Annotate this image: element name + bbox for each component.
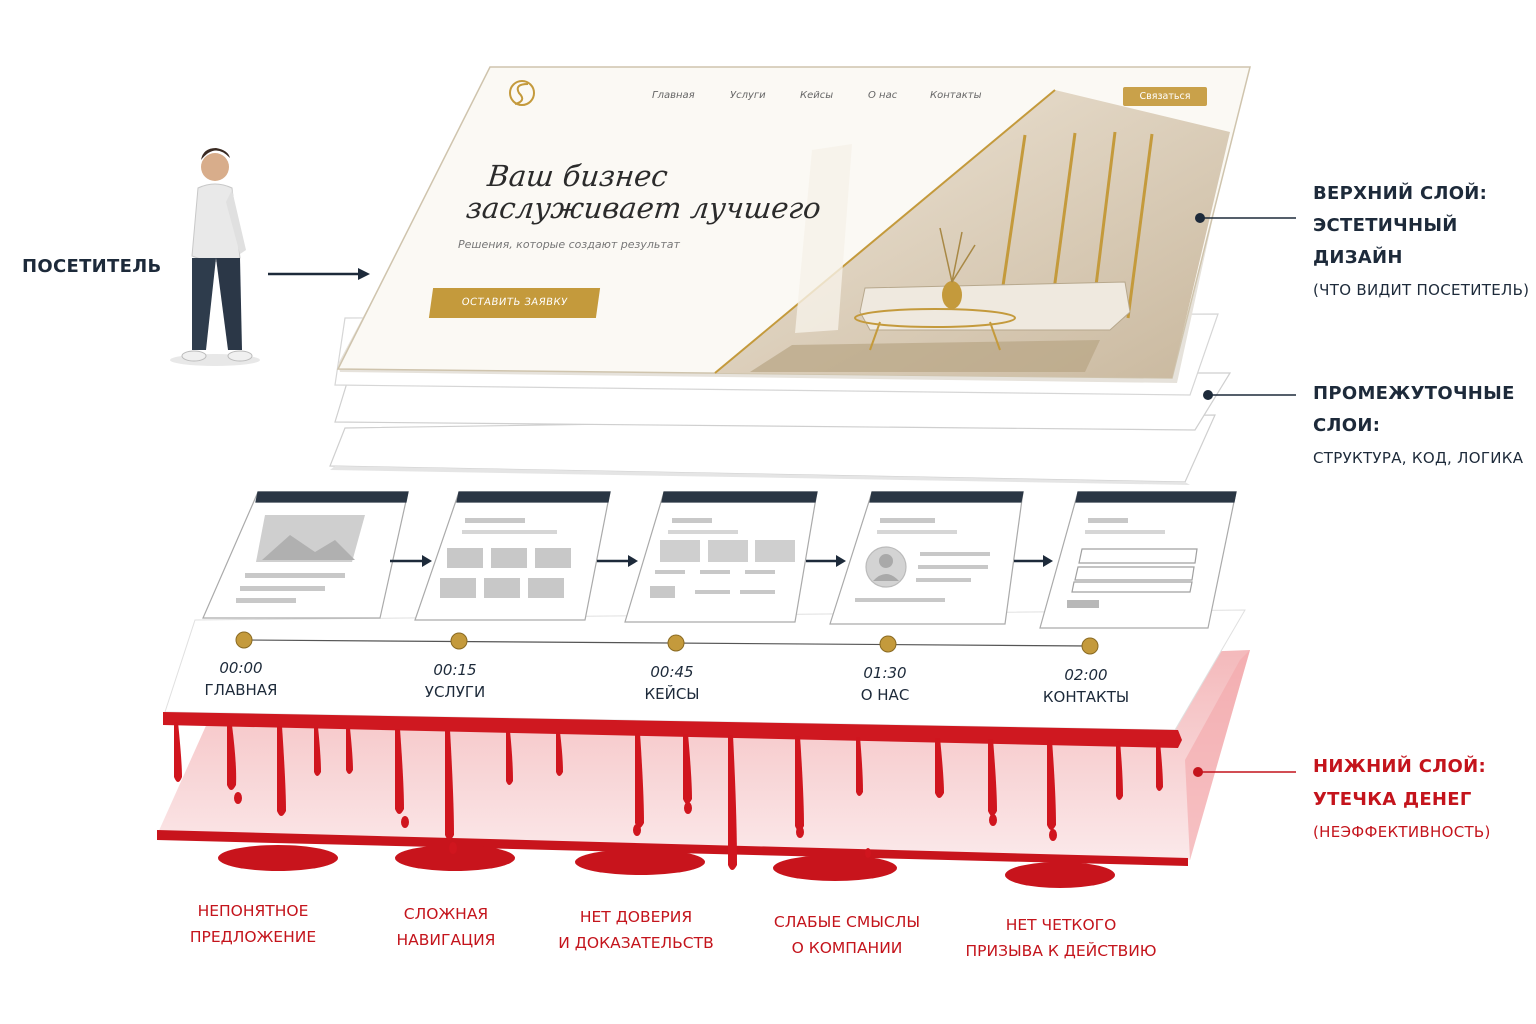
leak-label: НЕПОНЯТНОЕ ПРЕДЛОЖЕНИЕ: [153, 898, 353, 950]
step-time: 01:30: [863, 664, 907, 682]
middle-layer-label: ПРОМЕЖУТОЧНЫЕ СЛОИ: СТРУКТУРА, КОД, ЛОГИ…: [1313, 378, 1536, 474]
wireframe-cases: [624, 491, 818, 623]
contact-button: Связаться: [1123, 87, 1207, 106]
visitor-label: ПОСЕТИТЕЛЬ: [22, 256, 162, 277]
leak-line1: НЕПОНЯТНОЕ: [197, 902, 309, 920]
blood-puddle: [773, 855, 897, 881]
leak-line2: О КОМПАНИИ: [791, 939, 903, 957]
step-page: КОНТАКТЫ: [1042, 688, 1130, 706]
bottom-layer-label: НИЖНИЙ СЛОЙ: УТЕЧКА ДЕНЕГ (НЕЭФФЕКТИВНОС…: [1313, 750, 1491, 849]
journey-step: 01:30 О НАС: [820, 662, 950, 706]
step-time: 00:15: [433, 661, 477, 679]
top-website-layer: [336, 66, 1251, 383]
hero-title-line1: Ваш бизнес: [485, 159, 670, 193]
wireframe-contacts: [1039, 491, 1237, 629]
blood-drips: [174, 722, 1163, 870]
step-time: 00:00: [219, 659, 263, 677]
journey-step: 02:00 КОНТАКТЫ: [1021, 664, 1151, 708]
visitor-figure: [170, 148, 260, 366]
step-time: 00:45: [650, 663, 694, 681]
blood-puddle: [1005, 862, 1115, 888]
leak-label: СЛАБЫЕ СМЫСЛЫ О КОМПАНИИ: [747, 909, 947, 961]
nav-cases: Кейсы: [800, 90, 834, 101]
blood-drops: [234, 792, 1057, 858]
hero-photo: [714, 89, 1230, 378]
step-page: О НАС: [860, 686, 910, 704]
timeline-dot: [235, 631, 253, 649]
bottom-layer-title1: НИЖНИЙ СЛОЙ:: [1313, 756, 1486, 777]
nav-services: Услуги: [730, 90, 766, 101]
hero-title-line2: заслуживает лучшего: [464, 191, 823, 225]
bottom-layer-title2: УТЕЧКА ДЕНЕГ: [1313, 789, 1472, 810]
hero-title: Ваш бизнес заслуживает лучшего: [464, 159, 826, 225]
leak-line1: СЛОЖНАЯ: [403, 905, 489, 923]
hero-subtitle: Решения, которые создают результат: [458, 238, 680, 251]
timeline-dot: [879, 635, 897, 653]
leak-line2: ПРЕДЛОЖЕНИЕ: [189, 928, 317, 946]
leak-line2: ПРИЗЫВА К ДЕЙСТВИЮ: [965, 942, 1157, 960]
logo-icon: [509, 80, 535, 106]
journey-step: 00:00 ГЛАВНАЯ: [176, 657, 306, 701]
visitor-arrow: [268, 268, 370, 280]
journey-step: 00:15 УСЛУГИ: [390, 659, 520, 703]
nav-home: Главная: [652, 90, 695, 101]
step-page: УСЛУГИ: [424, 683, 486, 701]
middle-layer-title: ПРОМЕЖУТОЧНЫЕ СЛОИ:: [1313, 383, 1515, 436]
timeline-dot: [667, 634, 685, 652]
step-time: 02:00: [1064, 666, 1108, 684]
blood-puddle: [575, 849, 705, 875]
bottom-layer-desc: (НЕЭФФЕКТИВНОСТЬ): [1313, 823, 1491, 841]
cta-button: ОСТАВИТЬ ЗАЯВКУ: [428, 288, 601, 318]
top-layer-desc: (ЧТО ВИДИТ ПОСЕТИТЕЛЬ): [1313, 281, 1530, 299]
leak-line2: НАВИГАЦИЯ: [396, 931, 496, 949]
top-layer-title1: ВЕРХНИЙ СЛОЙ:: [1313, 183, 1488, 204]
top-layer-label: ВЕРХНИЙ СЛОЙ: ЭСТЕТИЧНЫЙ ДИЗАЙН (ЧТО ВИД…: [1313, 178, 1536, 306]
wireframe-home: [202, 491, 409, 619]
flow-arrows: [390, 555, 1053, 567]
leak-line2: И ДОКАЗАТЕЛЬСТВ: [558, 934, 714, 952]
step-page: КЕЙСЫ: [644, 685, 700, 703]
wireframe-about: [829, 491, 1024, 625]
leak-line1: СЛАБЫЕ СМЫСЛЫ: [773, 913, 921, 931]
callout-lines: [1193, 213, 1296, 777]
leak-label: НЕТ ЧЕТКОГО ПРИЗЫВА К ДЕЙСТВИЮ: [961, 912, 1161, 964]
wireframe-services: [414, 491, 611, 621]
wireframe-pages: [202, 491, 1237, 629]
leak-line1: НЕТ ЧЕТКОГО: [1005, 916, 1117, 934]
leak-label: НЕТ ДОВЕРИЯ И ДОКАЗАТЕЛЬСТВ: [536, 904, 736, 956]
blood-puddle: [395, 845, 515, 871]
nav-about: О нас: [868, 90, 898, 101]
top-layer-title2: ЭСТЕТИЧНЫЙ ДИЗАЙН: [1313, 215, 1458, 268]
nav-contacts: Контакты: [930, 90, 982, 101]
leak-line1: НЕТ ДОВЕРИЯ: [579, 908, 693, 926]
timeline-dot: [450, 632, 468, 650]
step-page: ГЛАВНАЯ: [204, 681, 278, 699]
middle-layer-desc: СТРУКТУРА, КОД, ЛОГИКА: [1313, 449, 1524, 467]
timeline-dot: [1081, 637, 1099, 655]
blood-puddle: [218, 845, 338, 871]
leak-label: СЛОЖНАЯ НАВИГАЦИЯ: [346, 901, 546, 953]
journey-step: 00:45 КЕЙСЫ: [607, 661, 737, 705]
